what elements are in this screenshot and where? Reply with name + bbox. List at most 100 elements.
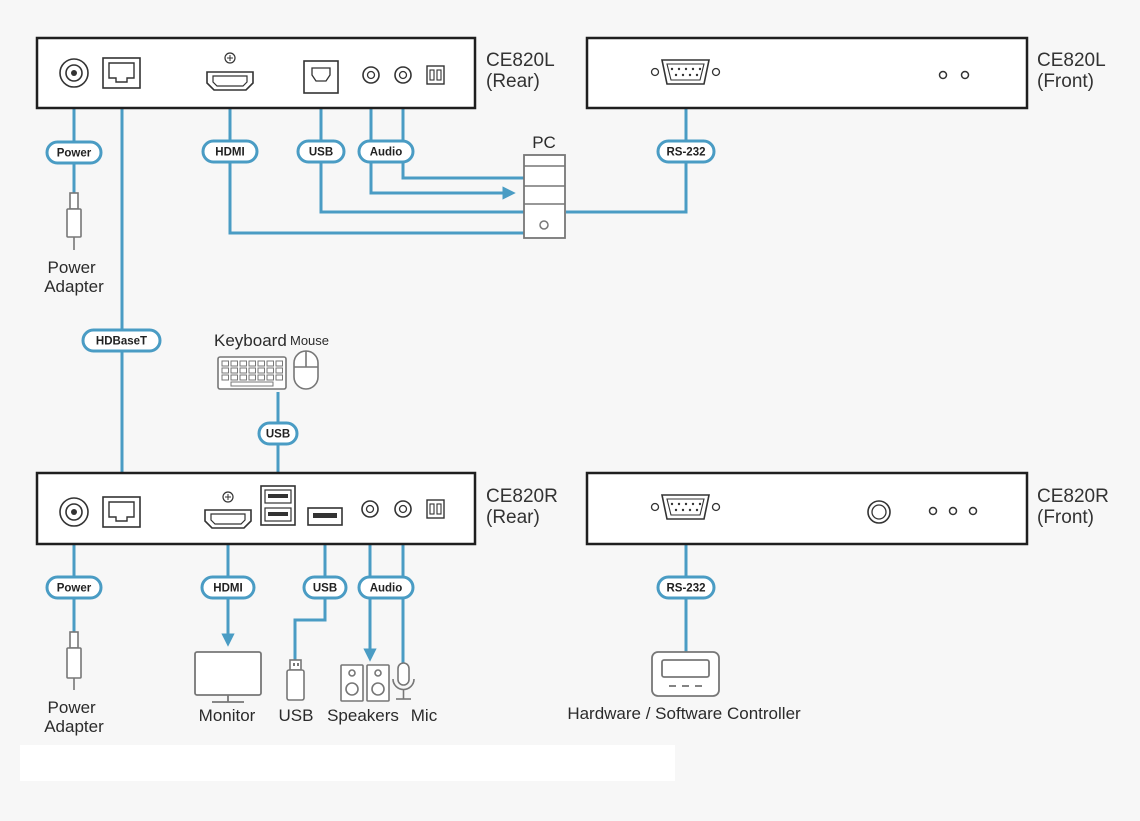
cable-audio-out-top <box>369 85 516 200</box>
controller-label: Hardware / Software Controller <box>567 704 801 723</box>
usb-a-port-icon <box>260 485 296 526</box>
keyboard-key <box>239 360 247 367</box>
speakers-label: Speakers <box>327 706 399 725</box>
bottom-strip <box>20 745 675 781</box>
keyboard-key <box>230 360 238 367</box>
rs232-port-icon <box>650 494 721 520</box>
cable-rs232-top <box>566 85 688 214</box>
cable-label-pill: Power <box>45 575 103 600</box>
rs232-port-icon <box>650 59 721 85</box>
keyboard-key <box>221 360 229 367</box>
hdmi-port-icon <box>204 491 252 529</box>
keyboard-key <box>275 360 283 367</box>
keyboard-key <box>266 360 274 367</box>
cable-label-hdmi-bottom: HDMI <box>213 583 242 595</box>
keyboard-key <box>248 367 256 374</box>
pc-label: PC <box>532 133 556 152</box>
hdmi-port-icon <box>206 52 254 91</box>
cable-label-usb-top: USB <box>309 147 333 159</box>
cable-label-audio-top: Audio <box>370 147 403 159</box>
keyboard-key <box>248 360 256 367</box>
keyboard-key <box>266 374 274 381</box>
keyboard-key <box>257 360 265 367</box>
ce820l-rear-panel <box>35 36 477 110</box>
keyboard-icon <box>217 356 287 390</box>
power-jack-icon <box>867 500 891 524</box>
device-label-ce820l-rear: CE820L (Rear) <box>486 50 559 92</box>
cable-label-pill: HDBaseT <box>81 328 162 353</box>
cable-label-pill: USB <box>302 575 348 600</box>
controller-icon <box>651 651 720 697</box>
cable-label-power-top: Power <box>57 148 92 160</box>
speakers-icon <box>340 664 390 702</box>
cable-label-hdmi-top: HDMI <box>215 147 244 159</box>
usb-drive-label: USB <box>279 706 314 725</box>
cable-label-pill: Audio <box>357 139 415 164</box>
cable-label-usb-bottom: USB <box>313 583 337 595</box>
usb-a-port-icon <box>307 507 343 526</box>
usb-drive-icon <box>286 659 305 701</box>
keyboard-key <box>257 367 265 374</box>
power-jack-icon <box>59 497 89 527</box>
keyboard-key <box>239 367 247 374</box>
keyboard-label: Keyboard <box>214 331 287 350</box>
keyboard-key <box>275 374 283 381</box>
cable-usb-bottom <box>293 527 327 660</box>
cable-label-power-bottom: Power <box>57 583 92 595</box>
usb-b-port-icon <box>303 60 339 94</box>
power-jack-icon <box>59 58 89 88</box>
audio-jack-icon <box>394 66 412 84</box>
keyboard-key <box>248 374 256 381</box>
dip-switch-icon <box>426 499 445 519</box>
pc-tower-icon <box>523 154 566 239</box>
cable-label-rs232-bottom: RS-232 <box>667 583 706 595</box>
mouse-label: Mouse <box>290 333 329 348</box>
audio-jack-icon <box>394 500 412 518</box>
rj45-port-icon <box>102 496 141 528</box>
led-indicator-icon <box>938 70 970 80</box>
mic-label: Mic <box>411 706 438 725</box>
power-adapter-label-top: Power Adapter <box>44 258 104 296</box>
keyboard-key <box>239 374 247 381</box>
cable-label-audio-bottom: Audio <box>370 583 403 595</box>
power-adapter-icon <box>66 192 82 250</box>
cable-label-pill: USB <box>257 421 299 446</box>
power-adapter-icon <box>66 631 82 690</box>
microphone-icon <box>392 662 415 700</box>
mouse-icon <box>293 350 319 390</box>
monitor-icon <box>194 651 262 703</box>
device-label-ce820r-rear: CE820R (Rear) <box>486 486 563 528</box>
keyboard-key <box>230 374 238 381</box>
device-label-ce820l-front: CE820L (Front) <box>1037 50 1110 92</box>
cable-label-pill: Power <box>45 140 103 165</box>
cable-label-hdbaset: HDBaseT <box>96 336 147 348</box>
cable-label-pill: HDMI <box>200 575 256 600</box>
keyboard-key <box>230 367 238 374</box>
rj45-port-icon <box>102 57 141 89</box>
keyboard-key <box>221 367 229 374</box>
cable-label-rs232-top: RS-232 <box>667 147 706 159</box>
led-indicator-icon <box>928 506 978 516</box>
audio-jack-icon <box>362 66 380 84</box>
keyboard-key <box>266 367 274 374</box>
ce820l-front-panel <box>585 36 1029 110</box>
cable-label-pill: HDMI <box>201 139 259 164</box>
monitor-label: Monitor <box>199 706 256 725</box>
cable-label-pill: RS-232 <box>656 575 716 600</box>
cable-label-pills: Power HDMI USB Audio RS-232 HDBaseT USB <box>45 139 716 600</box>
cable-label-kbm-usb: USB <box>266 429 290 441</box>
device-label-ce820r-front: CE820R (Front) <box>1037 486 1114 528</box>
audio-jack-icon <box>361 500 379 518</box>
cable-label-pill: Audio <box>357 575 415 600</box>
cable-usb-top <box>319 93 525 214</box>
ce820r-rear-panel <box>35 471 477 546</box>
cable-label-pill: USB <box>296 139 346 164</box>
keyboard-key <box>257 374 265 381</box>
keyboard-key <box>275 367 283 374</box>
cable-audio-in-top <box>396 84 525 180</box>
keyboard-key <box>221 374 229 381</box>
power-adapter-label-bottom: Power Adapter <box>44 698 104 736</box>
ce820r-front-panel <box>585 471 1029 546</box>
keyboard-spacebar <box>230 381 274 387</box>
